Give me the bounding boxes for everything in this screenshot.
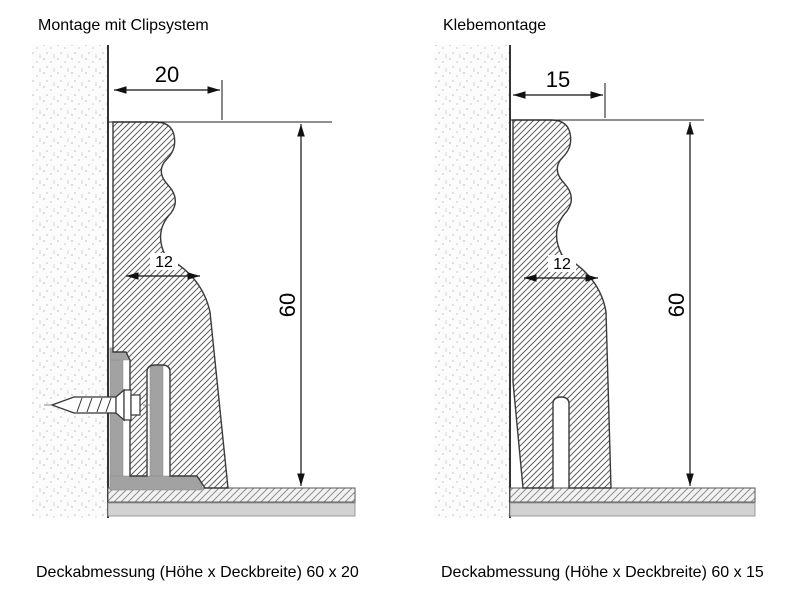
wall-texture-left bbox=[32, 45, 108, 518]
screw-collar bbox=[130, 394, 141, 416]
dim-label-top-width-left: 20 bbox=[155, 62, 179, 87]
dim-label-height-left: 60 bbox=[275, 293, 300, 317]
dim-body-width-right: 12 bbox=[524, 255, 598, 282]
dim-label-height-right: 60 bbox=[664, 293, 689, 317]
dim-label-halo-right bbox=[548, 255, 576, 272]
dim-body-width-left: 12 bbox=[126, 253, 200, 280]
floor-underlay-right bbox=[509, 502, 756, 517]
floor-hatch-left bbox=[107, 487, 356, 503]
floor-hatch-right bbox=[509, 487, 756, 503]
dim-height-right: 60 bbox=[664, 122, 694, 486]
dim-label-top-width-right: 15 bbox=[546, 67, 570, 92]
wall-texture-right bbox=[434, 45, 510, 518]
dim-height-left: 60 bbox=[275, 124, 305, 486]
dim-top-width-right: 15 bbox=[513, 67, 606, 118]
screw-threads bbox=[76, 397, 112, 413]
panel-right: 15 12 60 bbox=[434, 45, 756, 518]
clip-prong bbox=[149, 365, 164, 477]
clip-wall-rail bbox=[109, 347, 124, 491]
panel-caption-right: Deckabmessung (Höhe x Deckbreite) 60 x 1… bbox=[441, 564, 764, 581]
dim-label-body-width-left: 12 bbox=[155, 254, 173, 271]
screw-icon bbox=[44, 388, 154, 422]
dim-top-width-left: 20 bbox=[114, 62, 223, 120]
dim-label-body-width-right: 12 bbox=[553, 256, 571, 273]
panel-caption-left: Deckabmessung (Höhe x Deckbreite) 60 x 2… bbox=[36, 564, 359, 581]
floor-underlay-left bbox=[107, 502, 356, 517]
screw-head bbox=[123, 389, 132, 421]
skirting-profile-left bbox=[112, 121, 229, 489]
panel-title-left: Montage mit Clipsystem bbox=[38, 17, 209, 34]
skirting-profile-right bbox=[512, 119, 612, 489]
panel-title-right: Klebemontage bbox=[443, 17, 547, 34]
dim-label-halo-left bbox=[150, 253, 178, 270]
clip-foot bbox=[109, 475, 203, 491]
panel-left: 20 12 60 bbox=[32, 45, 356, 518]
